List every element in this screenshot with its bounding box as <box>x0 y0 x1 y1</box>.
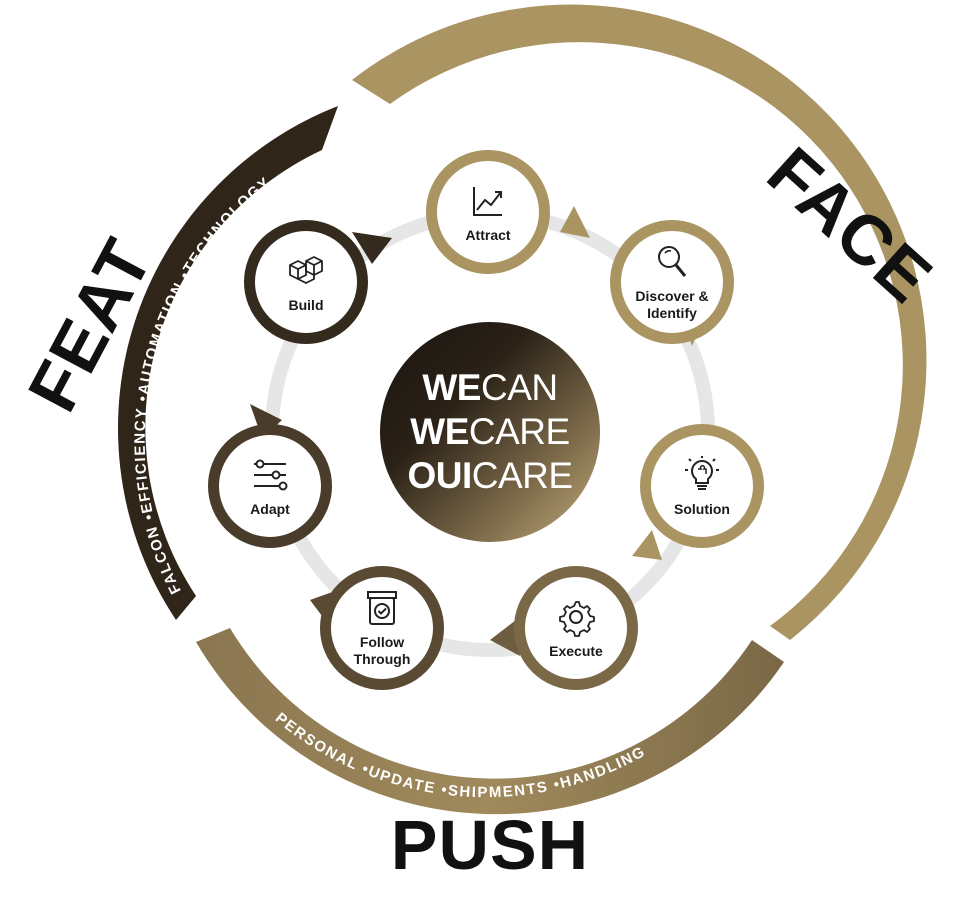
node-build: Build <box>244 220 368 344</box>
node-adapt-label-1: Adapt <box>250 500 290 517</box>
checked-box-icon <box>362 588 402 628</box>
node-discover-label-2: Identify <box>647 305 697 321</box>
adapt-pointer <box>250 404 282 438</box>
push-label: PUSH <box>390 806 590 884</box>
hub-line-2-bold: WE <box>410 411 469 452</box>
gear-icon <box>556 597 596 637</box>
hub-line-1: WECAN <box>422 366 558 410</box>
lightbulb-puzzle-icon <box>682 455 722 495</box>
node-solution: Solution <box>640 424 764 548</box>
attract-pointer <box>560 206 590 238</box>
center-hub <box>380 322 600 542</box>
execute-pointer <box>490 620 520 656</box>
hub-line-3-bold: OUI <box>407 455 472 496</box>
node-solution-label-1: Solution <box>674 500 730 517</box>
node-discover-label-1: Discover & <box>635 288 709 304</box>
sliders-icon <box>250 455 290 495</box>
hub-line-2-normal: CARE <box>468 411 570 452</box>
face-arc <box>352 4 927 640</box>
chart-up-icon <box>468 181 508 221</box>
hub-line-3-normal: CARE <box>471 455 573 496</box>
build-pointer <box>352 232 392 264</box>
node-adapt: Adapt <box>208 424 332 548</box>
hub-line-1-bold: WE <box>422 367 481 408</box>
feat-arc <box>118 106 338 620</box>
hub-line-1-normal: CAN <box>480 367 558 408</box>
hub-slogan: WECAN WECARE OUICARE <box>380 322 600 542</box>
solution-pointer <box>632 530 662 560</box>
node-discover: Discover & Identify <box>610 220 734 344</box>
hub-line-3: OUICARE <box>407 454 573 498</box>
node-follow-label-1: Follow <box>359 634 405 650</box>
node-attract-label-1: Attract <box>465 226 511 243</box>
node-execute-label-1: Execute <box>549 642 603 659</box>
node-follow-label-2: Through <box>353 651 411 667</box>
magnifier-icon <box>652 242 692 282</box>
push-arc <box>196 628 784 815</box>
node-build-label-1: Build <box>288 296 324 313</box>
blocks-icon <box>286 251 326 291</box>
node-attract: Attract <box>426 150 550 274</box>
node-follow-through: Follow Through <box>320 566 444 690</box>
node-execute: Execute <box>514 566 638 690</box>
hub-line-2: WECARE <box>410 410 570 454</box>
